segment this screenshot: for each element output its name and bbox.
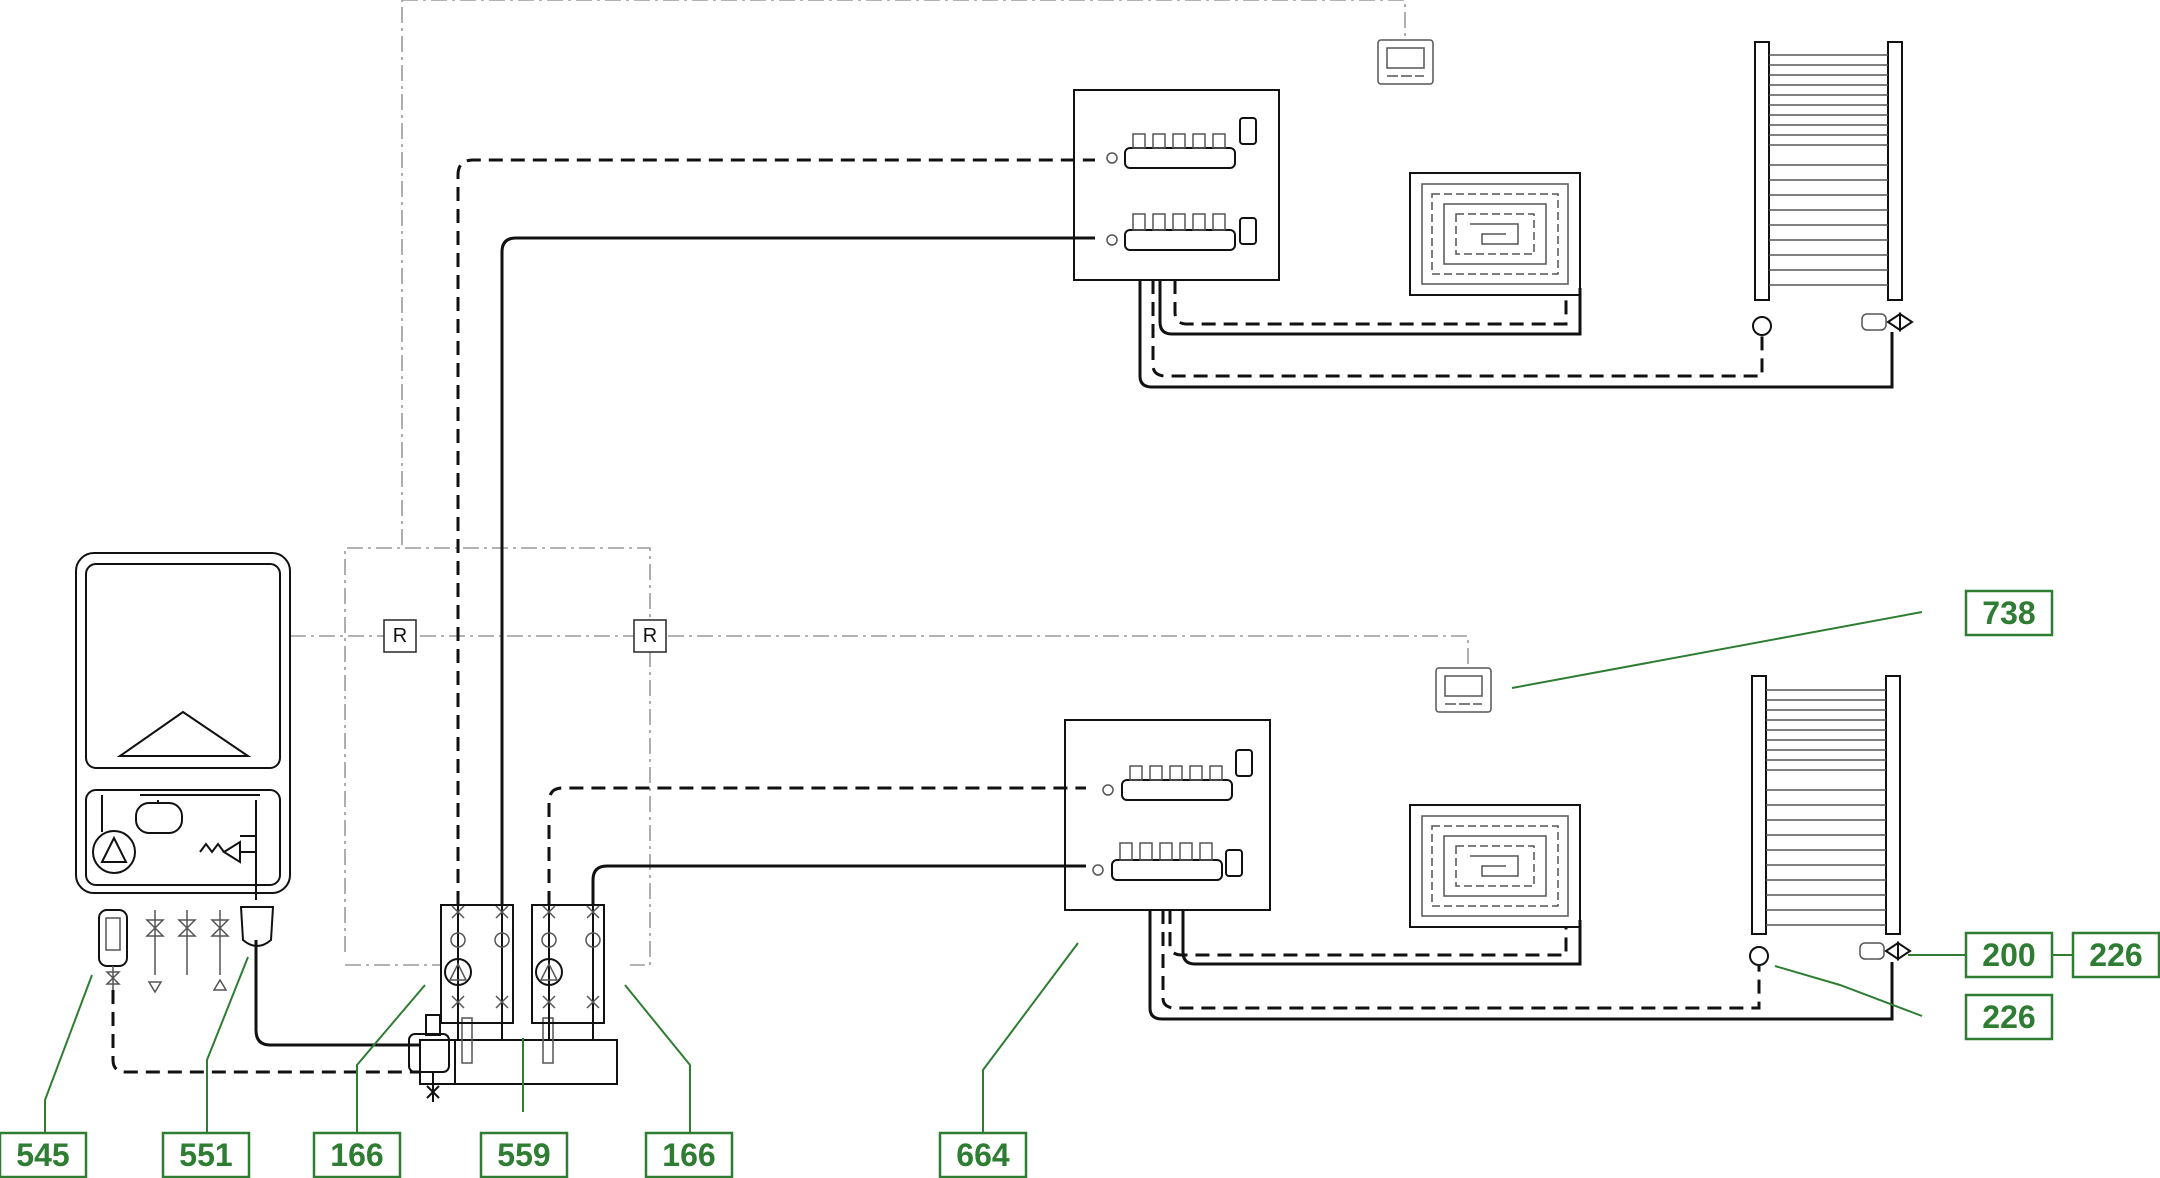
label-664: 664 [938, 1131, 1028, 1178]
mixing-group-1 [440, 904, 514, 1040]
label-551-text: 551 [179, 1137, 232, 1173]
relay-left-label: R [393, 625, 407, 647]
room-thermostat-icon [1377, 39, 1434, 85]
manifold-box-lower [1064, 719, 1271, 911]
safety-valve-icon [199, 835, 256, 864]
mixing-group-2 [531, 904, 605, 1040]
underfloor-coil-icon [1409, 172, 1581, 296]
air-vent-icon [239, 906, 275, 947]
label-166-right-text: 166 [662, 1137, 715, 1173]
label-226-lower-text: 226 [1982, 999, 2035, 1035]
relay-right: R [633, 619, 667, 653]
manifold-icon-lower [1092, 749, 1253, 881]
label-166-left-text: 166 [330, 1137, 383, 1173]
label-166-right: 166 [644, 1131, 734, 1178]
label-226-right: 226 [2071, 931, 2160, 979]
label-200-text: 200 [1982, 937, 2035, 973]
label-559-text: 559 [497, 1137, 550, 1173]
filter-icon [98, 909, 128, 967]
expansion-vessel-icon [135, 802, 183, 834]
relay-right-label: R [643, 625, 657, 647]
pipework [111, 158, 1095, 1074]
label-166-left: 166 [312, 1131, 402, 1178]
label-738-text: 738 [1982, 595, 2035, 631]
hydraulic-separator-icon [408, 1014, 618, 1102]
lower-floor-pipes [1148, 910, 1894, 1021]
label-226-lower: 226 [1964, 993, 2054, 1041]
label-200: 200 [1964, 931, 2054, 979]
boiler [75, 552, 291, 994]
towel-radiator-upper [1752, 41, 1914, 336]
underfloor-coil-icon-lower [1409, 804, 1581, 928]
label-664-text: 664 [956, 1137, 1010, 1173]
towel-radiator-lower [1749, 675, 1912, 966]
manifold-icon [1106, 117, 1257, 251]
label-738: 738 [1964, 589, 2054, 637]
relay-left: R [383, 619, 417, 653]
label-559: 559 [479, 1131, 569, 1178]
label-545: 545 [0, 1131, 88, 1178]
label-226-right-text: 226 [2089, 937, 2142, 973]
room-thermostat-icon-lower [1435, 667, 1492, 713]
manifold-box-upper [1073, 89, 1280, 281]
label-545-text: 545 [16, 1137, 69, 1173]
leader-lines [44, 611, 2072, 1132]
control-wiring [290, 0, 1469, 966]
pump-icon [92, 830, 136, 874]
label-551: 551 [161, 1131, 251, 1178]
upper-floor-pipes [1138, 280, 1894, 389]
